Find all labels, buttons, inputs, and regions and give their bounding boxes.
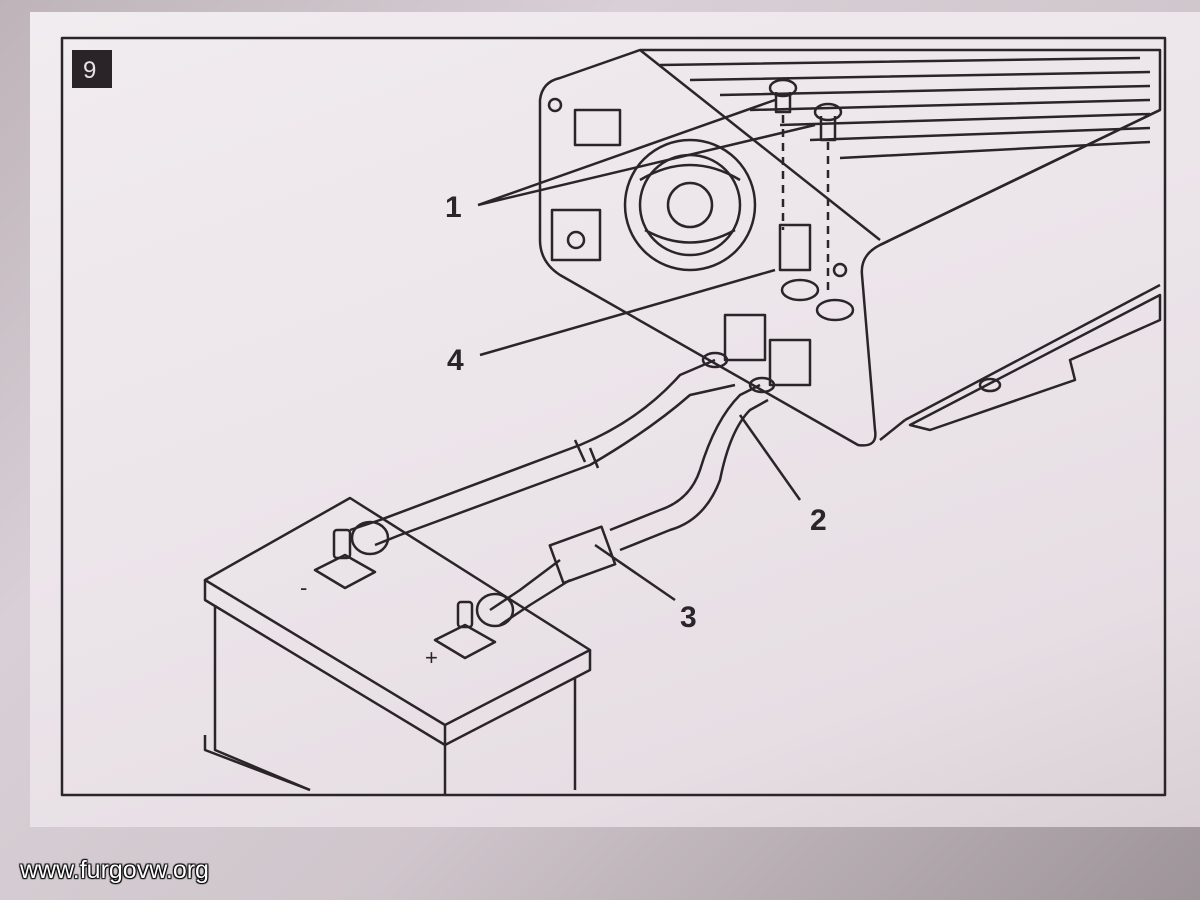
battery (203, 496, 592, 795)
positive-terminal (433, 623, 497, 660)
callout-1-leader (477, 98, 816, 207)
callout-3-leader (594, 543, 676, 602)
negative-sign: - (300, 575, 307, 600)
positive-sign: + (425, 645, 438, 670)
watermark: www.furgovw.org (20, 856, 209, 884)
callout-2-leader (738, 414, 802, 501)
callout-4-leader (479, 268, 776, 357)
fuse-holder (548, 525, 617, 585)
callout-1: 1 (445, 191, 462, 224)
screw-pair (768, 78, 843, 290)
battery-cables (349, 351, 776, 627)
negative-terminal (313, 553, 377, 590)
figure-number-badge (72, 50, 112, 88)
inverter (538, 48, 1162, 447)
figure-frame (60, 36, 1167, 797)
callout-3: 3 (680, 601, 697, 634)
figure-number: 9 (83, 57, 96, 84)
manual-page (30, 12, 1200, 827)
callout-4: 4 (447, 344, 464, 377)
callout-2: 2 (810, 504, 827, 537)
